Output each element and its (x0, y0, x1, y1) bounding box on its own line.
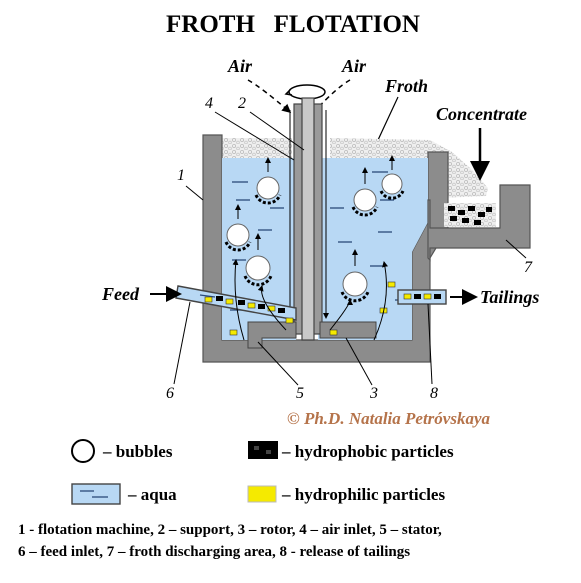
hydrophobic-particles-feed (216, 296, 285, 313)
callout-7: 7 (524, 259, 533, 276)
feed-label: Feed (101, 284, 140, 304)
caption-line-2: 6 – feed inlet, 7 – froth discharging ar… (18, 544, 411, 560)
hydrophobic-particles-concentrate (448, 206, 492, 225)
concentrate-label: Concentrate (436, 104, 527, 124)
support-shaft (301, 97, 315, 341)
callout-8: 8 (430, 385, 438, 402)
legend-hydrophobic: – hydrophobic particles (281, 442, 454, 461)
rotation-indicator (288, 84, 326, 100)
caption: 1 - flotation machine, 2 – support, 3 – … (18, 519, 578, 563)
attached-hydrophobic-particles (224, 190, 405, 303)
callout-3: 3 (369, 385, 378, 402)
rotor (319, 321, 377, 339)
froth-layer (222, 138, 488, 198)
legend-hydrophobic-icon (248, 441, 278, 459)
air-flow-right (312, 79, 351, 114)
tailings-outlet (397, 289, 447, 305)
legend-bubble-icon (71, 439, 95, 463)
hydrophobic-particles-tailings (414, 294, 441, 299)
callout-6: 6 (166, 385, 174, 402)
froth-label: Froth (384, 76, 428, 96)
callout-1: 1 (177, 167, 185, 184)
callout-5: 5 (296, 385, 304, 402)
air-label-left: Air (227, 56, 253, 76)
air-label-right: Air (341, 56, 367, 76)
diagram-title: FROTH FLOTATION (166, 11, 420, 38)
legend-bubbles: – bubbles (102, 442, 173, 461)
legend-aqua-icon (71, 483, 121, 505)
tailings-label: Tailings (480, 287, 539, 307)
hydrophilic-particles-feed (204, 296, 294, 336)
copyright-text: © Ph.D. Natalia Petróvskaya (287, 409, 490, 428)
legend-hydrophilic: – hydrophilic particles (281, 485, 445, 504)
legend-hydrophilic-icon (247, 485, 277, 503)
caption-line-1: 1 - flotation machine, 2 – support, 3 – … (18, 522, 442, 538)
froth-discharging-area (427, 184, 531, 262)
bubbles-with-particles (226, 173, 403, 297)
aqua-in-tank (222, 158, 428, 340)
callout-4: 4 (205, 95, 213, 112)
callout-2: 2 (238, 95, 246, 112)
air-flow-left (247, 79, 292, 113)
legend-aqua: – aqua (127, 485, 177, 504)
bubble-rise-arrows (232, 155, 395, 341)
